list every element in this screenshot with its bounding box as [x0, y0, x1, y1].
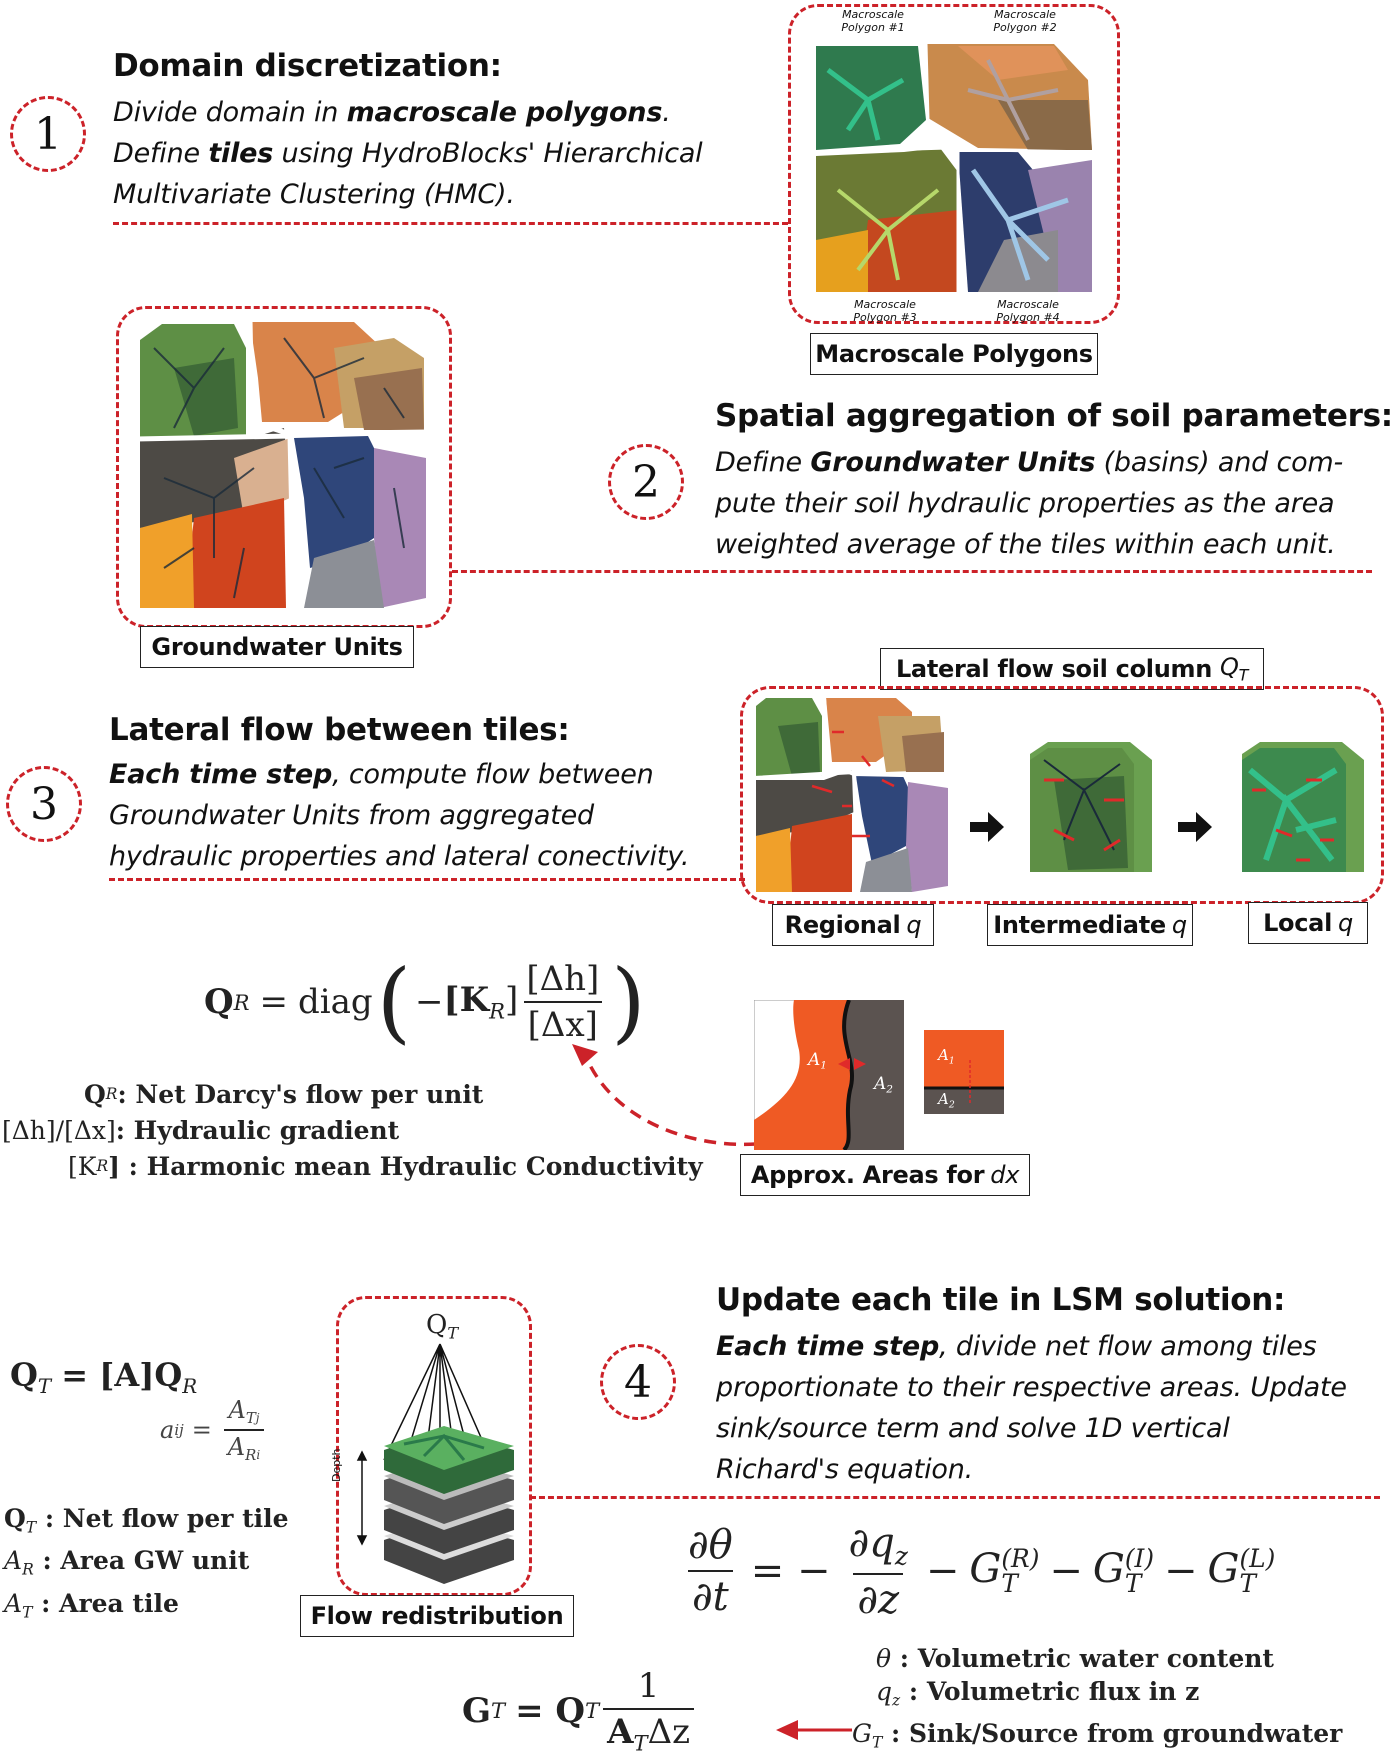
- richards-equation: ∂θ∂t = − ∂qz∂z − G(R)T − G(I)T − G(L)T: [688, 1520, 1276, 1623]
- inset-a1-label: A1: [938, 1046, 955, 1067]
- step-3-number: 3: [30, 778, 58, 830]
- sink-source-arrow: [776, 1720, 852, 1740]
- depth-label: Depth: [330, 1448, 343, 1482]
- intermediate-flow-map: [1030, 742, 1152, 872]
- step-1-description: Divide domain in macroscale polygons. De…: [113, 97, 703, 210]
- flow-redistribution-frame: [336, 1296, 532, 1596]
- macroscale-polygons-frame: [788, 4, 1120, 324]
- step-3-description: Each time step, compute flow between Gro…: [109, 759, 690, 872]
- step-3-badge: 3: [6, 766, 82, 842]
- step-2-badge: 2: [608, 444, 684, 520]
- step-1-number: 1: [34, 108, 62, 160]
- macroscale-polygons-label: Macroscale Polygons: [810, 333, 1098, 375]
- step-3-title: Lateral flow between tiles:: [109, 712, 570, 748]
- step-2-number: 2: [632, 456, 660, 508]
- step-4-connector: [530, 1496, 1380, 1499]
- groundwater-units-map: [135, 319, 429, 608]
- flow-redistribution-label: Flow redistribution: [300, 1595, 574, 1637]
- arrow-intermediate-to-local: [1178, 812, 1212, 842]
- macroscale-polygon-4-label: Macroscale Polygon #4: [996, 298, 1060, 324]
- tile-flow-equation: QT = [A]QR: [10, 1356, 198, 1398]
- lateral-flow-frame: [740, 686, 1384, 904]
- step-2-connector: [452, 570, 1372, 573]
- approx-areas-figure: [754, 1000, 904, 1150]
- step-1-badge: 1: [10, 96, 86, 172]
- local-flow-map: [1242, 742, 1364, 872]
- macroscale-polygon-3-label: Macroscale Polygon #3: [853, 298, 917, 324]
- flow-redistribution-figure: [356, 1343, 514, 1584]
- richards-equation-legend: θ : Volumetric water content qz : Volume…: [852, 1644, 1343, 1752]
- step-4-description: Each time step, divide net flow among ti…: [716, 1331, 1347, 1485]
- area-a2-label: A2: [874, 1074, 893, 1096]
- step-4-number: 4: [624, 1356, 652, 1408]
- inset-a2-label: A2: [938, 1090, 955, 1111]
- groundwater-units-label: Groundwater Units: [140, 626, 414, 668]
- gradient-dashed-arrow: [572, 1044, 757, 1147]
- step-4-badge: 4: [600, 1344, 676, 1420]
- step-4-title: Update each tile in LSM solution:: [716, 1282, 1286, 1318]
- arrow-regional-to-intermediate: [970, 812, 1004, 842]
- step-1-connector: [113, 222, 788, 225]
- step-2-title: Spatial aggregation of soil parameters:: [715, 398, 1392, 434]
- macroscale-polygon-2-label: Macroscale Polygon #2: [993, 8, 1057, 34]
- approx-areas-inset: [924, 1030, 1004, 1114]
- step-3-connector: [109, 878, 745, 881]
- area-a1-label: A1: [808, 1050, 827, 1072]
- step-1-title: Domain discretization:: [113, 48, 502, 84]
- tile-equation-legend: QT : Net flow per tile AR : Area GW unit…: [4, 1504, 289, 1622]
- redistribution-q-label: QT: [426, 1310, 459, 1343]
- macroscale-polygon-1-label: Macroscale Polygon #1: [841, 8, 905, 34]
- macroscale-polygons-map: [811, 43, 1097, 294]
- step-2-description: Define Groundwater Units (basins) and co…: [715, 447, 1344, 560]
- regional-flow-map: [753, 696, 951, 895]
